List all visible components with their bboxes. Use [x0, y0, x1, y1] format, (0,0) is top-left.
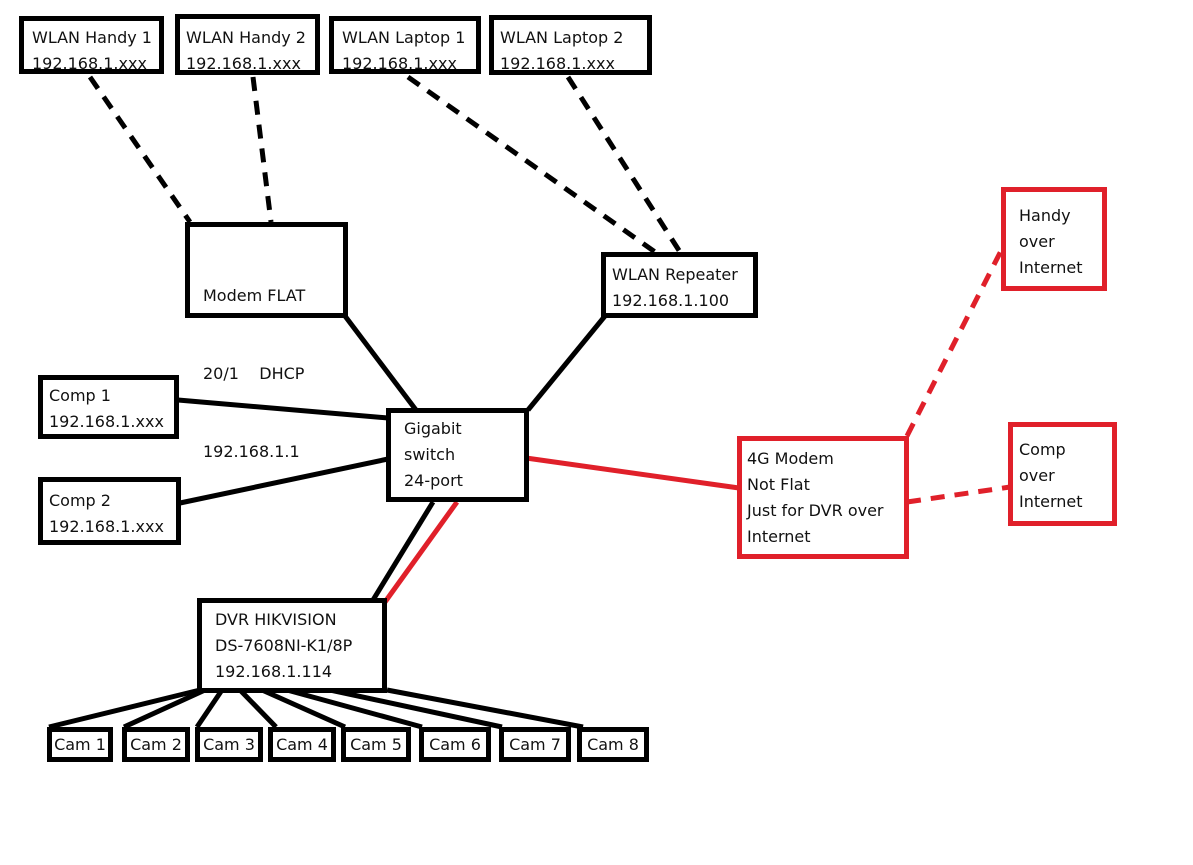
camera-label: Cam 4 — [276, 735, 328, 754]
node-ip: 192.168.1.1 — [203, 442, 300, 461]
link-comp-2-switch — [179, 456, 389, 506]
link-modem-flat-switch — [343, 314, 418, 412]
node-wlan-laptop-2: WLAN Laptop 2 192.168.1.xxx — [489, 15, 652, 75]
node-ip: 192.168.1.xxx — [186, 54, 301, 73]
camera-label: Cam 2 — [130, 735, 182, 754]
link-wlan-handy-1-modem-flat — [87, 75, 193, 224]
node-label: WLAN Laptop 1 — [342, 28, 466, 47]
camera-label: Cam 7 — [509, 735, 561, 754]
camera-label: Cam 8 — [587, 735, 639, 754]
camera-node: Cam 4 — [268, 727, 336, 762]
camera-label: Cam 6 — [429, 735, 481, 754]
node-detail: Internet — [1019, 258, 1083, 277]
node-gigabit-switch: Gigabit switch 24-port — [386, 408, 529, 502]
node-detail: Internet — [747, 527, 811, 546]
link-modem-4g-handy-internet — [904, 241, 1008, 438]
node-label: Comp 2 — [49, 491, 111, 510]
node-detail: switch — [404, 445, 456, 464]
link-dvr-cam-5 — [260, 687, 347, 730]
link-dvr-cam-3 — [194, 688, 225, 729]
link-wlan-repeater-switch — [526, 314, 607, 412]
camera-label: Cam 3 — [203, 735, 255, 754]
link-dvr-cam-4 — [238, 688, 278, 729]
link-switch-dvr-internet — [382, 500, 460, 604]
link-switch-dvr — [370, 500, 436, 602]
camera-node: Cam 8 — [577, 727, 649, 762]
camera-node: Cam 2 — [122, 727, 190, 762]
node-label: WLAN Handy 2 — [186, 28, 306, 47]
node-dvr-hikvision: DVR HIKVISION DS-7608NI-K1/8P 192.168.1.… — [197, 598, 387, 693]
camera-label: Cam 1 — [54, 735, 106, 754]
camera-node: Cam 6 — [419, 727, 491, 762]
node-comp-2: Comp 2 192.168.1.xxx — [38, 477, 181, 545]
node-label: 4G Modem — [747, 449, 834, 468]
node-ip: 192.168.1.xxx — [500, 54, 615, 73]
node-label: DVR HIKVISION — [215, 610, 337, 629]
node-detail: 20/1 DHCP — [203, 364, 305, 383]
link-wlan-laptop-2-wlan-repeater — [565, 75, 683, 254]
node-ip: 192.168.1.xxx — [342, 54, 457, 73]
node-detail: Not Flat — [747, 475, 810, 494]
node-ip: 192.168.1.100 — [612, 291, 730, 310]
node-label: Handy — [1019, 206, 1071, 225]
node-wlan-laptop-1: WLAN Laptop 1 192.168.1.xxx — [329, 16, 481, 74]
node-label: Comp 1 — [49, 386, 111, 405]
camera-node: Cam 7 — [499, 727, 571, 762]
node-detail: 24-port — [404, 471, 463, 490]
node-model: DS-7608NI-K1/8P — [215, 636, 353, 655]
camera-node: Cam 5 — [341, 727, 411, 762]
node-wlan-handy-2: WLAN Handy 2 192.168.1.xxx — [175, 14, 320, 75]
node-label: Comp — [1019, 440, 1066, 459]
node-label: Modem FLAT — [203, 286, 306, 305]
node-wlan-handy-1: WLAN Handy 1 192.168.1.xxx — [19, 16, 164, 74]
node-detail: Just for DVR over — [747, 501, 884, 520]
node-modem-flat: Modem FLAT 20/1 DHCP 192.168.1.1 — [185, 222, 348, 461]
link-wlan-laptop-1-wlan-repeater — [406, 74, 657, 255]
node-label: WLAN Laptop 2 — [500, 28, 624, 47]
node-label: WLAN Handy 1 — [32, 28, 152, 47]
node-detail: over — [1019, 466, 1055, 485]
node-4g-modem: 4G Modem Not Flat Just for DVR over Inte… — [737, 436, 909, 559]
node-handy-over-internet: Handy over Internet — [1001, 187, 1107, 291]
node-wlan-repeater: WLAN Repeater 192.168.1.100 — [601, 252, 758, 318]
link-comp-1-switch — [177, 397, 389, 421]
node-ip: 192.168.1.xxx — [49, 412, 164, 431]
node-label: Gigabit — [404, 419, 462, 438]
link-dvr-cam-6 — [286, 687, 423, 730]
camera-node: Cam 1 — [47, 727, 113, 762]
link-wlan-handy-2-modem-flat — [250, 76, 274, 223]
link-dvr-cam-8 — [386, 687, 584, 730]
node-ip: 192.168.1.xxx — [32, 54, 147, 73]
link-modem-4g-comp-internet — [906, 484, 1011, 505]
node-comp-1: Comp 1 192.168.1.xxx — [38, 375, 179, 439]
link-dvr-cam-2 — [122, 687, 207, 730]
link-switch-modem-4g — [525, 455, 740, 491]
link-dvr-cam-7 — [329, 687, 503, 730]
camera-node: Cam 3 — [195, 727, 263, 762]
link-dvr-cam-1 — [48, 687, 201, 730]
node-detail: over — [1019, 232, 1055, 251]
node-ip: 192.168.1.114 — [215, 662, 333, 681]
node-label: WLAN Repeater — [612, 265, 738, 284]
node-detail: Internet — [1019, 492, 1083, 511]
camera-label: Cam 5 — [350, 735, 402, 754]
node-ip: 192.168.1.xxx — [49, 517, 164, 536]
node-comp-over-internet: Comp over Internet — [1008, 422, 1117, 526]
